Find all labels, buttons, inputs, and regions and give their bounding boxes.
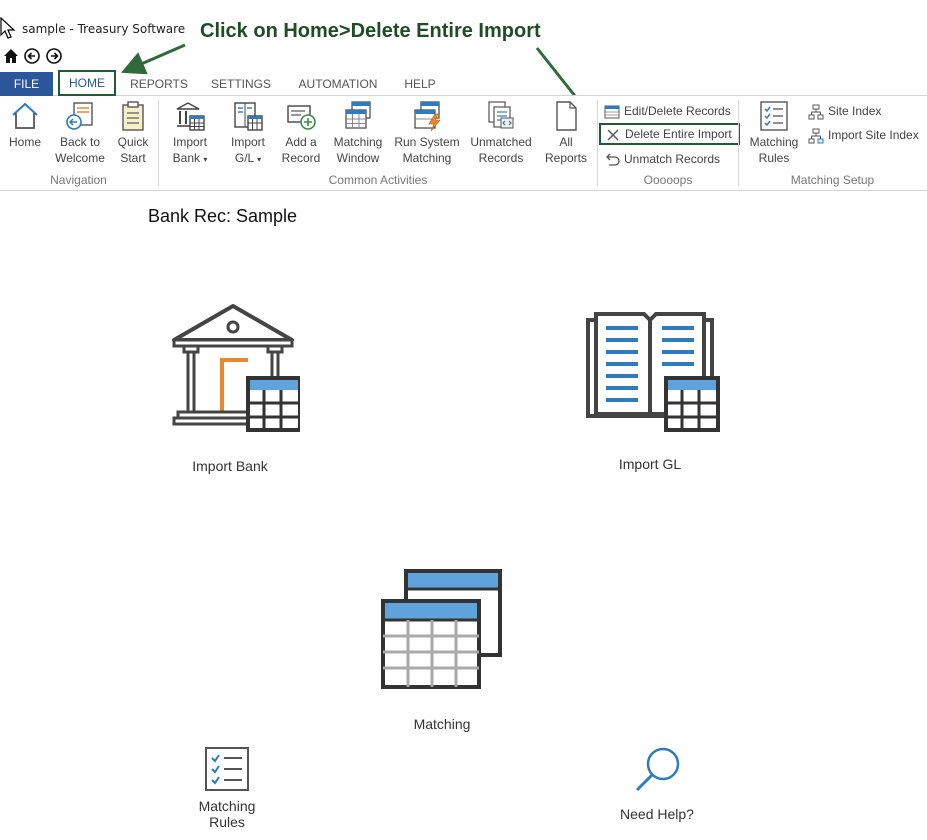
edit-delete-label: Edit/Delete Records	[624, 104, 731, 118]
edit-delete-records-button[interactable]: Edit/Delete Records	[604, 102, 731, 120]
ribbon-separator	[158, 100, 159, 186]
import-bank-label-2: Bank	[172, 151, 200, 165]
add-record-label-1: Add a	[285, 135, 317, 149]
delete-entire-label: Delete Entire Import	[625, 127, 732, 141]
back-to-label: Back to	[59, 135, 101, 149]
page-title: Bank Rec: Sample	[148, 206, 298, 226]
matching-rules-tile-label-2: Rules	[209, 814, 245, 830]
site-index-label: Site Index	[828, 104, 882, 118]
group-label-matching-setup: Matching Setup	[790, 173, 875, 187]
home-quick-icon[interactable]	[3, 48, 19, 64]
import-gl-label-1: Import	[230, 135, 265, 149]
add-record-icon	[287, 105, 316, 130]
dropdown-caret-icon: ▾	[203, 155, 208, 164]
import-gl-tile-label: Import GL	[618, 456, 682, 472]
tab-home[interactable]: HOME	[58, 70, 116, 96]
all-reports-label-1: All	[559, 135, 573, 149]
back-arrow-icon[interactable]	[24, 48, 40, 64]
annotation-instruction: Click on Home>Delete Entire Import	[200, 20, 541, 42]
matching-window-label-2: Window	[336, 151, 380, 165]
edit-records-icon	[604, 105, 620, 119]
import-site-index-icon	[808, 128, 824, 144]
import-bank-label-1: Import	[172, 135, 207, 149]
matching-tile-label: Matching	[413, 716, 471, 732]
unmatched-records-icon	[488, 101, 514, 129]
quick-start-button[interactable]: Quick Start	[112, 100, 154, 166]
matching-rules-tile[interactable]: Matching Rules	[187, 746, 267, 830]
ribbon-separator	[738, 100, 739, 186]
unmatched-label-1: Unmatched	[470, 135, 532, 149]
ribbon-tab-row: FILE HOME REPORTS SETTINGS AUTOMATION HE…	[0, 70, 927, 96]
bank-large-icon	[172, 304, 300, 432]
group-label-common-activities: Common Activities	[328, 173, 428, 187]
home-button[interactable]: Home	[4, 100, 46, 150]
start-label: Start	[120, 151, 146, 165]
back-to-welcome-icon	[66, 102, 93, 130]
run-system-label-1: Run System	[394, 135, 460, 149]
back-to-welcome-button[interactable]: Back to Welcome	[52, 100, 108, 166]
import-gl-button[interactable]: Import G/L ▾	[224, 100, 272, 168]
need-help-tile[interactable]: Need Help?	[607, 746, 707, 822]
forward-arrow-icon[interactable]	[46, 48, 62, 64]
tab-help[interactable]: HELP	[404, 77, 436, 91]
welcome-label: Welcome	[55, 151, 105, 165]
group-label-ooooops: Ooooops	[643, 173, 693, 187]
all-reports-label-2: Reports	[544, 151, 588, 165]
import-site-index-label: Import Site Index	[828, 128, 919, 142]
tab-file[interactable]: FILE	[0, 72, 53, 96]
tab-reports[interactable]: REPORTS	[130, 77, 188, 91]
matching-rules-label-1: Matching	[749, 135, 799, 149]
ribbon: Home Back to Welcome Quick Start Navigat…	[0, 96, 927, 191]
need-help-tile-label: Need Help?	[620, 806, 694, 822]
ledger-large-icon	[586, 312, 720, 432]
unmatch-records-button[interactable]: Unmatch Records	[604, 150, 720, 168]
quick-label: Quick	[117, 135, 149, 149]
import-site-index-button[interactable]: Import Site Index	[808, 126, 919, 144]
add-record-label-2: Record	[281, 151, 321, 165]
matching-window-button[interactable]: Matching Window	[330, 100, 386, 166]
unmatch-label: Unmatch Records	[624, 152, 721, 166]
matching-tile[interactable]: Matching	[362, 568, 522, 732]
checklist-large-icon	[205, 747, 249, 791]
home-icon	[12, 102, 38, 129]
bank-icon	[176, 102, 205, 131]
delete-x-icon	[607, 129, 619, 141]
import-gl-label-2: G/L	[234, 151, 254, 165]
ledger-icon	[234, 102, 263, 131]
site-index-icon	[808, 104, 824, 120]
reports-icon	[556, 101, 577, 131]
ribbon-separator	[597, 100, 598, 186]
tab-settings[interactable]: SETTINGS	[210, 77, 271, 91]
matching-rules-tile-label-1: Matching	[198, 798, 256, 814]
tab-automation[interactable]: AUTOMATION	[298, 77, 378, 91]
all-reports-button[interactable]: All Reports	[542, 100, 590, 166]
matching-rules-button[interactable]: Matching Rules	[746, 100, 802, 166]
group-label-navigation: Navigation	[50, 173, 107, 187]
unmatched-records-button[interactable]: Unmatched Records	[466, 100, 536, 166]
run-system-matching-button[interactable]: Run System Matching	[394, 100, 460, 166]
dropdown-caret-icon: ▾	[257, 155, 262, 164]
matching-rules-label-2: Rules	[758, 151, 790, 165]
checklist-icon	[760, 101, 788, 131]
import-bank-button[interactable]: Import Bank ▾	[166, 100, 214, 168]
import-gl-tile[interactable]: Import GL	[570, 310, 730, 472]
site-index-button[interactable]: Site Index	[808, 102, 881, 120]
window-title: sample - Treasury Software	[22, 22, 186, 36]
delete-entire-import-button[interactable]: Delete Entire Import	[599, 123, 740, 145]
run-system-label-2: Matching	[402, 151, 452, 165]
matching-window-label-1: Matching	[333, 135, 383, 149]
import-bank-tile-label: Import Bank	[192, 458, 268, 474]
run-matching-icon	[414, 101, 441, 132]
import-bank-tile[interactable]: Import Bank	[150, 300, 310, 474]
matching-window-icon	[345, 101, 371, 129]
undo-icon	[606, 153, 620, 166]
magnifier-icon	[635, 747, 680, 792]
home-label: Home	[8, 135, 41, 149]
unmatched-label-2: Records	[478, 151, 524, 165]
cursor-icon	[0, 17, 16, 39]
clipboard-icon	[122, 101, 144, 131]
matching-large-icon	[381, 569, 502, 689]
add-record-button[interactable]: Add a Record	[278, 100, 324, 166]
